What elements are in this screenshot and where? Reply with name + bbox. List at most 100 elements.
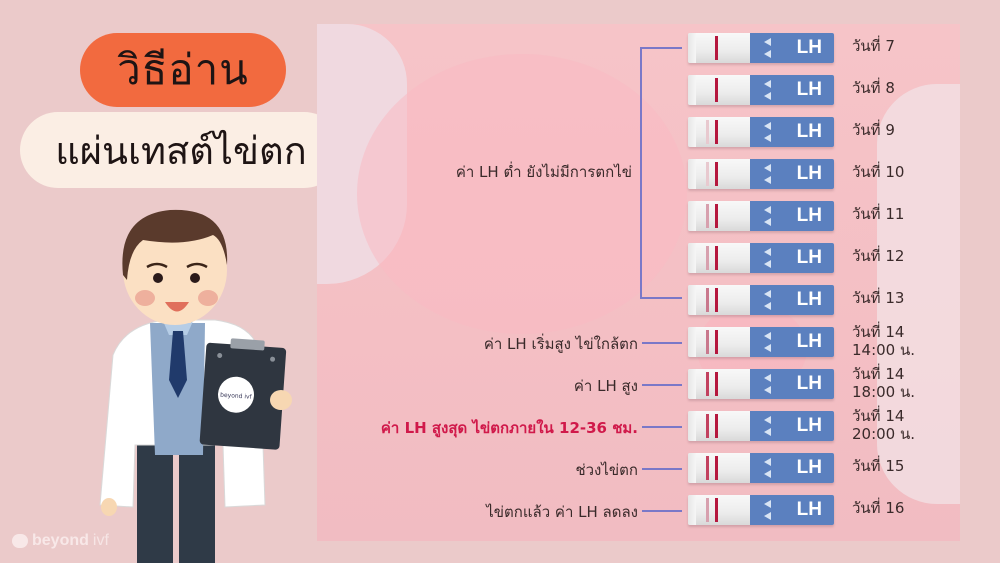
strip-lh-text: LH: [796, 205, 822, 226]
control-line: [706, 456, 709, 480]
time-text: 18:00 น.: [852, 383, 916, 401]
strip-result-window: [688, 243, 750, 273]
strip-result-window: [688, 495, 750, 525]
strip-lh-text: LH: [796, 331, 822, 352]
strip-lh-text: LH: [796, 415, 822, 436]
day-label: วันที่ 12: [852, 247, 905, 265]
strip-lh-text: LH: [796, 79, 822, 100]
strip-result-window: [688, 453, 750, 483]
strip-lh-text: LH: [796, 373, 822, 394]
stage-label: ไข่ตกแล้ว ค่า LH ลดลง: [486, 503, 638, 521]
test-line: [715, 498, 718, 522]
arrow-icon: [764, 122, 774, 142]
strip-row: LH วันที่ 12: [0, 241, 1000, 275]
control-line: [706, 78, 709, 102]
lh-test-strip: LH: [688, 285, 834, 315]
day-label: วันที่ 8: [852, 79, 895, 97]
day-label: วันที่ 13: [852, 289, 905, 307]
connector-line: [642, 342, 682, 344]
strip-result-window: [688, 327, 750, 357]
bracket-label: ค่า LH ต่ำ ยังไม่มีการตกไข่: [455, 163, 632, 181]
test-strip-panel: [317, 24, 960, 541]
strip-row: ค่า LH สูงสุด ไข่ตกภายใน 12-36 ชม. LH วั…: [0, 407, 1000, 443]
test-line: [715, 372, 718, 396]
title-pill: วิธีอ่าน: [80, 33, 286, 107]
test-line: [715, 414, 718, 438]
arrow-icon: [764, 416, 774, 436]
arrow-icon: [764, 458, 774, 478]
test-line: [715, 288, 718, 312]
test-line: [715, 246, 718, 270]
day-label: วันที่ 16: [852, 499, 905, 517]
test-line: [715, 78, 718, 102]
connector-line: [642, 468, 682, 470]
lh-test-strip: LH: [688, 201, 834, 231]
control-line: [706, 162, 709, 186]
decor-blob: [877, 84, 960, 504]
arrow-icon: [764, 332, 774, 352]
strip-lh-text: LH: [796, 499, 822, 520]
strip-handle: LH: [750, 243, 834, 273]
logo-suffix: ivf: [92, 532, 109, 549]
strip-result-window: [688, 411, 750, 441]
heart-icon: [12, 534, 28, 548]
strip-handle: LH: [750, 369, 834, 399]
strip-handle: LH: [750, 33, 834, 63]
subtitle-pill: แผ่นเทสต์ไข่ตก: [20, 112, 342, 188]
strip-row: LH วันที่ 10: [0, 157, 1000, 191]
strip-result-window: [688, 285, 750, 315]
arrow-icon: [764, 290, 774, 310]
day-label: วันที่ 15: [852, 457, 905, 475]
time-text: 20:00 น.: [852, 425, 916, 443]
arrow-icon: [764, 38, 774, 58]
lh-test-strip: LH: [688, 495, 834, 525]
strip-lh-text: LH: [796, 37, 822, 58]
title-line1: วิธีอ่าน: [117, 45, 249, 94]
strip-handle: LH: [750, 201, 834, 231]
test-line: [715, 204, 718, 228]
stage-label: ค่า LH สูง: [573, 377, 638, 395]
arrow-icon: [764, 80, 774, 100]
lh-test-strip: LH: [688, 33, 834, 63]
day-text: วันที่ 14: [852, 407, 905, 425]
strip-handle: LH: [750, 327, 834, 357]
strip-result-window: [688, 201, 750, 231]
lh-test-strip: LH: [688, 117, 834, 147]
strip-result-window: [688, 369, 750, 399]
lh-test-strip: LH: [688, 159, 834, 189]
control-line: [706, 36, 709, 60]
day-label: วันที่ 10: [852, 163, 905, 181]
control-line: [706, 372, 709, 396]
stage-label: ค่า LH เริ่มสูง ไข่ใกล้ตก: [483, 335, 638, 353]
bracket-connector: [640, 47, 682, 299]
control-line: [706, 414, 709, 438]
test-line: [715, 456, 718, 480]
strip-row: LH วันที่ 11: [0, 199, 1000, 233]
strip-lh-text: LH: [796, 247, 822, 268]
doctor-illustration: beyond ivf: [99, 209, 292, 563]
day-label: วันที่ 11: [852, 205, 905, 223]
strip-handle: LH: [750, 411, 834, 441]
strip-handle: LH: [750, 453, 834, 483]
control-line: [706, 288, 709, 312]
arrow-icon: [764, 164, 774, 184]
day-text: วันที่ 14: [852, 365, 905, 383]
strip-result-window: [688, 159, 750, 189]
control-line: [706, 120, 709, 144]
strip-result-window: [688, 75, 750, 105]
day-label: วันที่ 9: [852, 121, 895, 139]
connector-line: [642, 510, 682, 512]
lh-test-strip: LH: [688, 369, 834, 399]
strip-lh-text: LH: [796, 121, 822, 142]
strip-result-window: [688, 33, 750, 63]
title-line2: แผ่นเทสต์ไข่ตก: [55, 128, 307, 173]
strip-row: LH วันที่ 8: [0, 73, 1000, 107]
day-label: วันที่ 7: [852, 37, 895, 55]
strip-row: LH วันที่ 7: [0, 31, 1000, 65]
connector-line: [642, 426, 682, 428]
strip-handle: LH: [750, 117, 834, 147]
